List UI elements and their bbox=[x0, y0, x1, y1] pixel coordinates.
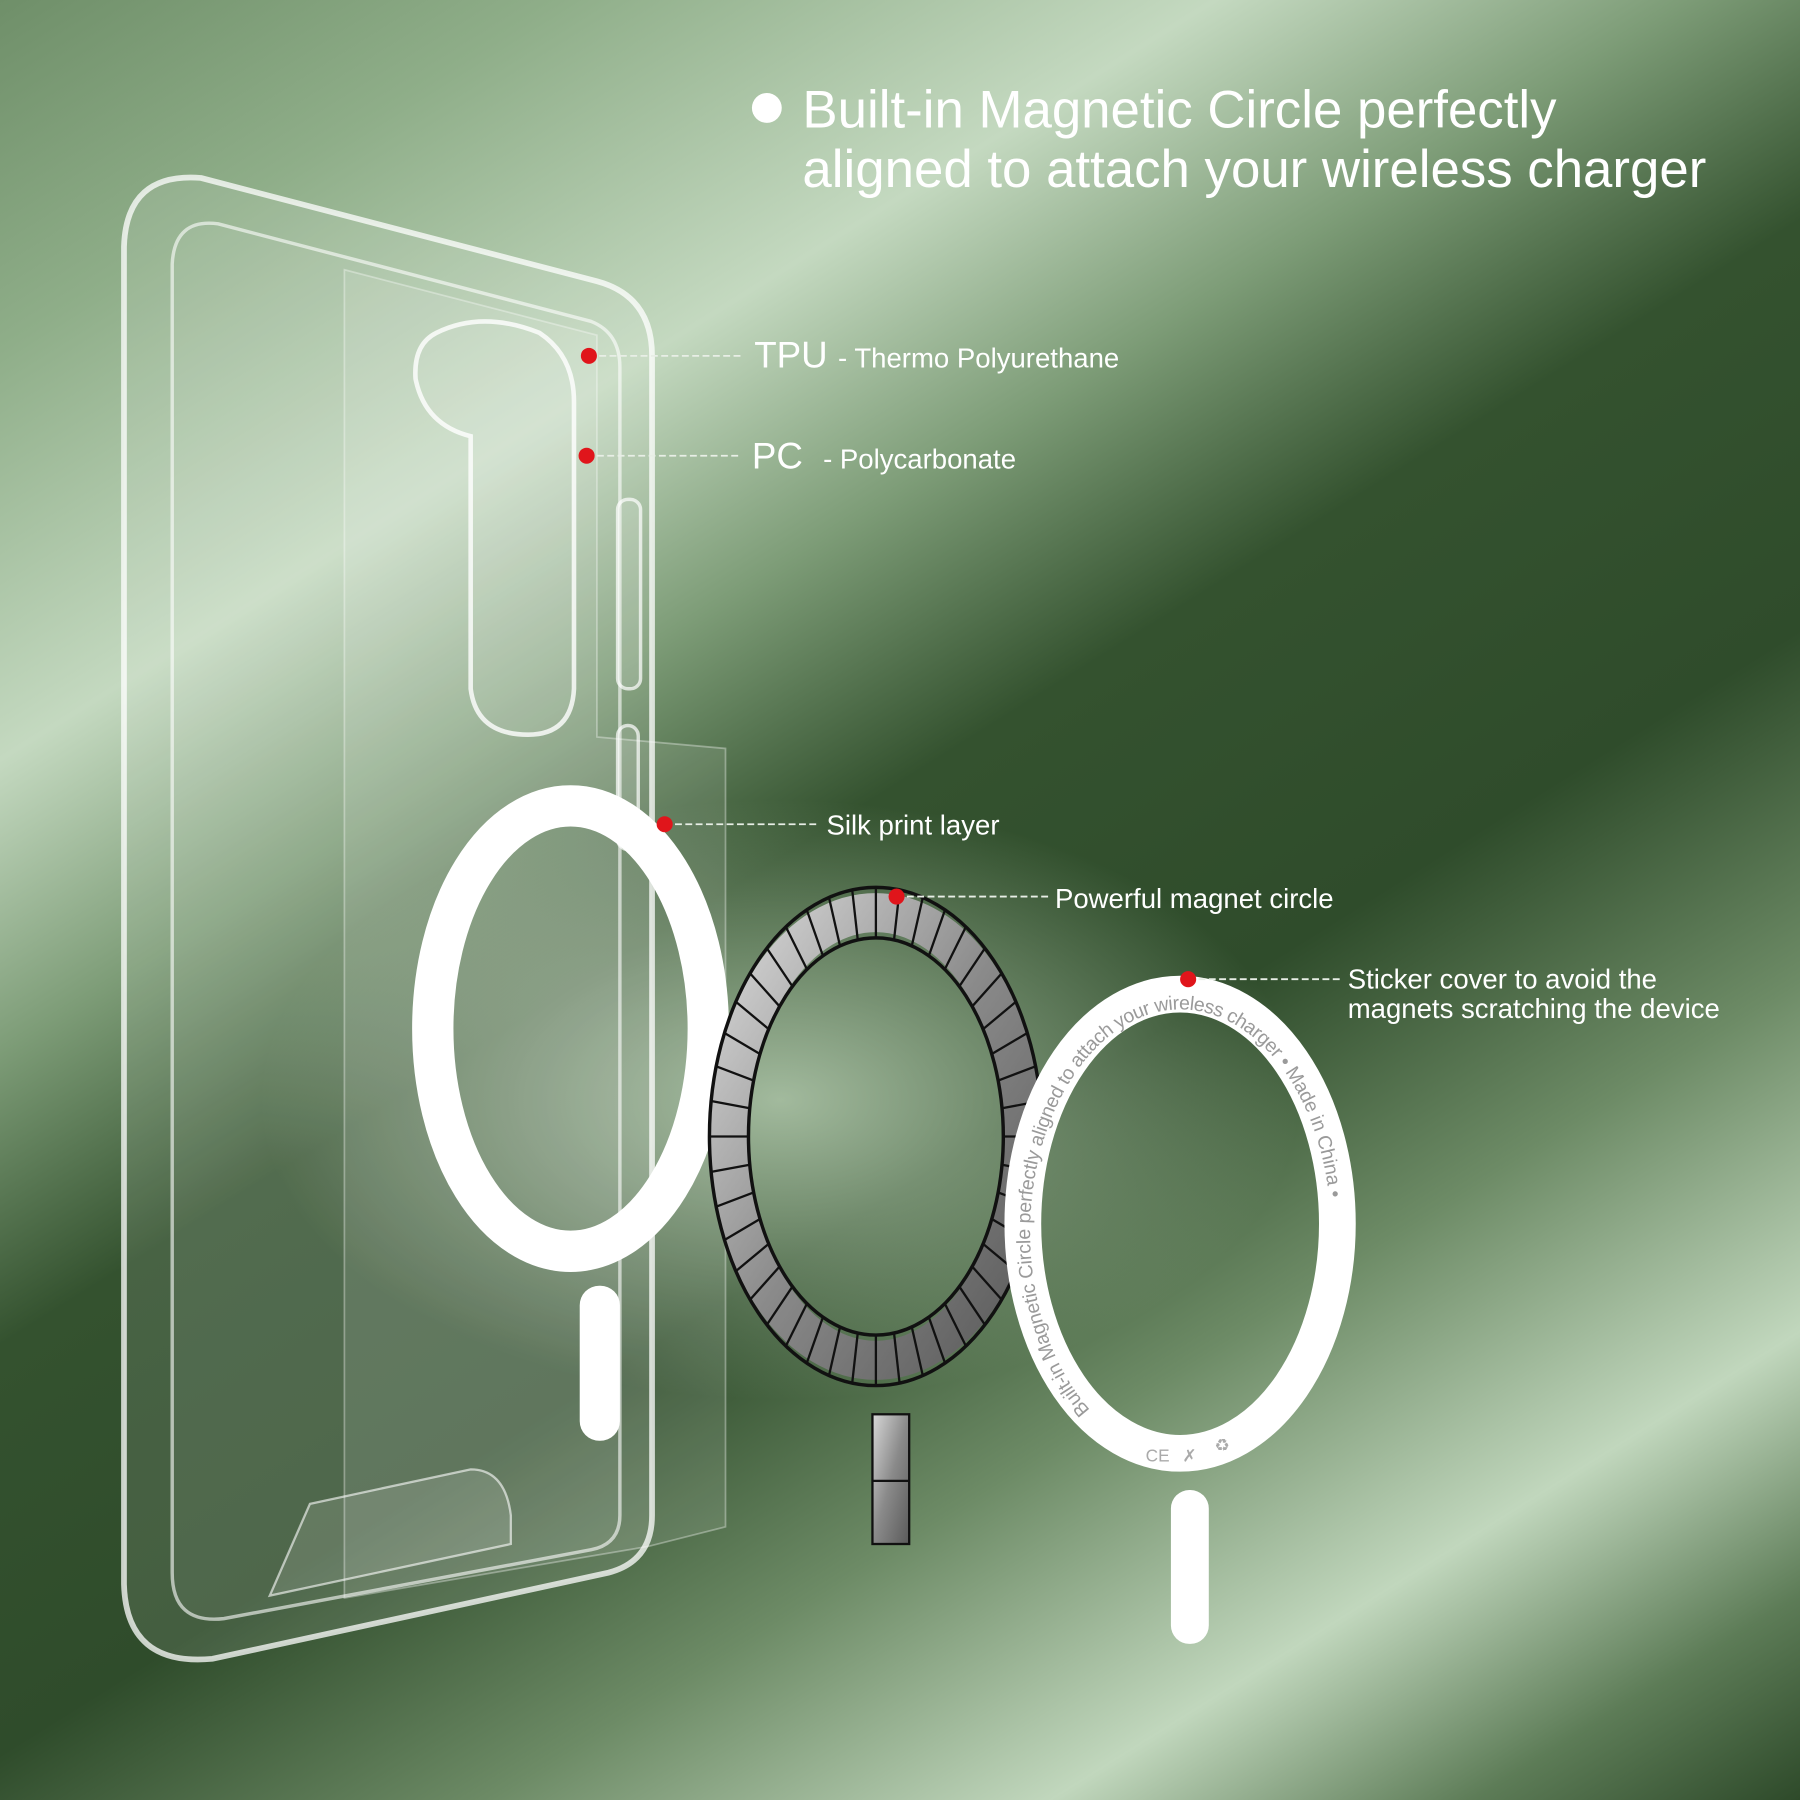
callout-tpu-title: TPU bbox=[754, 334, 827, 375]
phone-case bbox=[121, 174, 727, 1663]
magnet-segment-divider bbox=[943, 1303, 967, 1347]
callout-magnet: Powerful magnet circle bbox=[888, 883, 1334, 914]
magnet-segment-divider bbox=[749, 972, 781, 1008]
magnet-segment-divider bbox=[715, 1065, 755, 1082]
magnet-segment-divider bbox=[892, 1332, 901, 1384]
callout-silk-label: Silk print layer bbox=[827, 810, 1000, 841]
magnet-segment-divider bbox=[971, 1265, 1003, 1301]
recycle-icon: ♻ bbox=[1215, 1435, 1230, 1455]
marker-dot bbox=[578, 447, 595, 464]
magnet-segment-divider bbox=[910, 1326, 924, 1376]
magnet-segment-divider bbox=[735, 1000, 770, 1030]
headline-line-2: aligned to attach your wireless charger bbox=[802, 140, 1706, 199]
magnet-segment-divider bbox=[910, 897, 924, 947]
callout-silk: Silk print layer bbox=[656, 810, 1000, 841]
magnet-segment-divider bbox=[827, 1326, 842, 1376]
magnet-ring bbox=[707, 885, 1045, 1388]
sticker-ring bbox=[1004, 975, 1356, 1472]
magnet-segment-divider bbox=[710, 1099, 750, 1110]
magnet-segment-divider bbox=[958, 1285, 986, 1326]
marker-dot bbox=[1180, 971, 1197, 988]
callout-sticker-line-2: magnets scratching the device bbox=[1348, 993, 1720, 1024]
magnet-segment-divider bbox=[827, 897, 842, 947]
marker-dot bbox=[888, 888, 905, 905]
magnet-segment-divider bbox=[784, 926, 809, 970]
magnet-segment-divider bbox=[805, 909, 825, 957]
magnet-segment-divider bbox=[943, 926, 967, 970]
magnet-segment-divider bbox=[710, 1163, 750, 1174]
magnet-segment-divider bbox=[851, 1332, 859, 1384]
callout-tpu-desc: - Thermo Polyurethane bbox=[838, 342, 1119, 373]
marker-dot bbox=[656, 816, 673, 833]
magnet-bar bbox=[871, 1413, 911, 1546]
magnet-segment-divider bbox=[851, 889, 859, 941]
magnet-segment-divider bbox=[982, 1000, 1017, 1030]
silk-print-ring bbox=[412, 785, 729, 1272]
magnet-segment-divider bbox=[735, 1242, 770, 1273]
sticker-marks: CE ✗ ♻ bbox=[1146, 1435, 1230, 1465]
sticker-pill bbox=[1170, 1490, 1209, 1644]
callout-pc: PC - Polycarbonate bbox=[578, 435, 1016, 476]
magnet-segment-divider bbox=[723, 1032, 761, 1055]
side-button-volume bbox=[615, 497, 643, 691]
magnet-segment-divider bbox=[765, 1285, 794, 1326]
magnet-segment-divider bbox=[749, 1265, 781, 1301]
magnet-segment-divider bbox=[715, 1191, 755, 1208]
magnet-segment-divider bbox=[805, 1316, 825, 1364]
callout-sticker: Sticker cover to avoid the magnets scrat… bbox=[1180, 963, 1720, 1024]
magnet-segment-divider bbox=[723, 1217, 761, 1241]
callout-pc-desc: - Polycarbonate bbox=[823, 443, 1016, 474]
magnet-segment-divider bbox=[927, 909, 947, 957]
headline-bullet-icon bbox=[751, 92, 782, 123]
callout-tpu: TPU - Thermo Polyurethane bbox=[580, 334, 1119, 375]
marker-dot bbox=[580, 347, 597, 364]
case-outer-shell bbox=[121, 174, 655, 1663]
case-inner-rim bbox=[170, 221, 622, 1621]
callout-sticker-line-1: Sticker cover to avoid the bbox=[1348, 963, 1657, 994]
weee-bin-icon: ✗ bbox=[1182, 1445, 1196, 1465]
silk-print-pill bbox=[579, 1285, 620, 1441]
headline-line-1: Built-in Magnetic Circle perfectly bbox=[802, 80, 1557, 139]
magnet-segment-divider bbox=[971, 972, 1003, 1008]
ce-mark: CE bbox=[1146, 1445, 1170, 1465]
magnet-segment-divider bbox=[958, 947, 986, 988]
magnet-segment-divider bbox=[784, 1303, 809, 1347]
magnet-segment-divider bbox=[991, 1032, 1028, 1055]
magnet-segment-divider bbox=[927, 1316, 947, 1364]
magnet-segment-divider bbox=[997, 1065, 1037, 1082]
camera-cutout bbox=[413, 319, 577, 737]
callout-magnet-label: Powerful magnet circle bbox=[1055, 883, 1334, 914]
callout-pc-title: PC bbox=[752, 435, 803, 476]
magnet-segment-divider bbox=[765, 947, 794, 988]
bottom-cutout bbox=[267, 1468, 512, 1598]
